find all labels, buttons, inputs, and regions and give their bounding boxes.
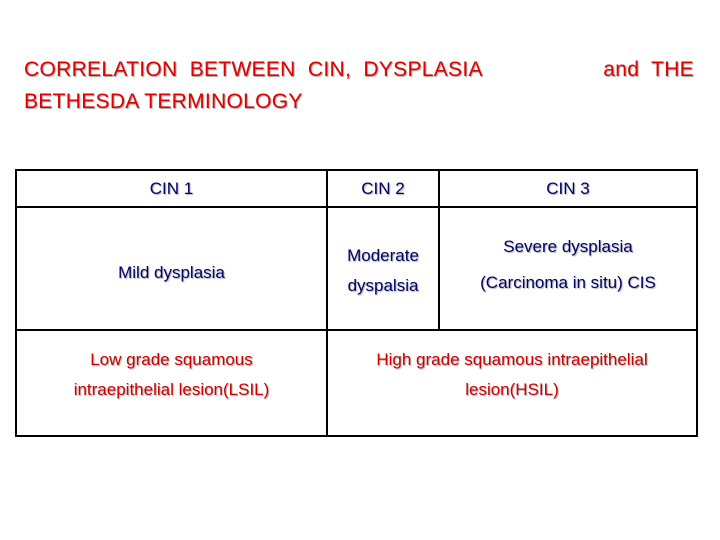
correlation-table: CIN 1 CIN 2 CIN 3 Mild dysplasia Moderat…: [15, 169, 698, 437]
header-cin-2: CIN 2: [361, 178, 405, 198]
cell-severe-line-1: Severe dysplasia: [503, 236, 633, 256]
cell-moderate-dysplasia: Moderate dyspalsia: [328, 208, 438, 329]
title-line-2: BETHESDA TERMINOLOGY: [24, 90, 303, 113]
cell-lsil: Low grade squamous intraepithelial lesio…: [17, 331, 326, 435]
row-divider: [17, 329, 696, 331]
column-divider-2: [438, 171, 440, 329]
cell-lsil-line-1: Low grade squamous: [90, 350, 253, 369]
cell-severe-dysplasia: Severe dysplasia (Carcinoma in situ) CIS: [440, 208, 696, 329]
cell-lsil-line-2: intraepithelial lesion(LSIL): [73, 380, 270, 399]
cell-moderate-line-1: Moderate: [347, 245, 419, 265]
title-line-1: CORRELATION BETWEEN CIN, DYSPLASIA and T…: [24, 54, 694, 86]
header-divider: [17, 206, 696, 208]
cell-moderate-line-2: dyspalsia: [347, 275, 419, 295]
header-cin-1: CIN 1: [149, 178, 194, 198]
column-divider-1: [326, 171, 328, 435]
cell-hsil-line-1: High grade squamous intraepithelial: [376, 350, 648, 369]
cell-mild-dysplasia: Mild dysplasia: [118, 262, 225, 282]
cell-hsil-line-2: lesion(HSIL): [465, 380, 559, 399]
page-title: CORRELATION BETWEEN CIN, DYSPLASIA and T…: [24, 54, 694, 118]
title-line-1-right: and THE: [603, 58, 694, 81]
cell-severe-line-2: (Carcinoma in situ) CIS: [480, 272, 656, 292]
title-line-1-left: CORRELATION BETWEEN CIN, DYSPLASIA: [24, 58, 483, 81]
cell-hsil: High grade squamous intraepithelial lesi…: [328, 331, 696, 435]
header-cin-3: CIN 3: [546, 178, 590, 198]
